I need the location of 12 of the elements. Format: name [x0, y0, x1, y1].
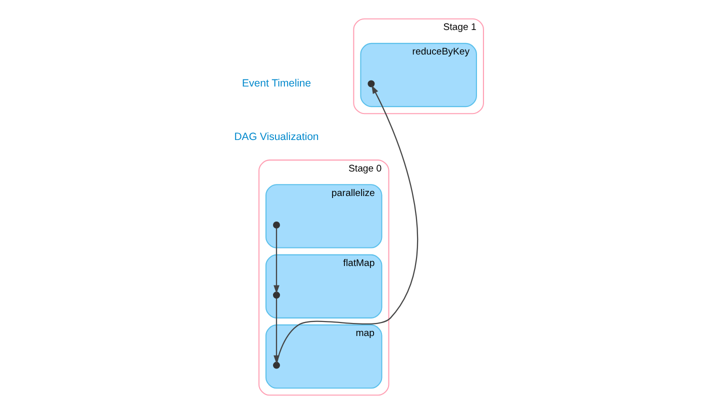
node-circle — [272, 292, 280, 299]
node-circle — [272, 362, 280, 369]
node-circle — [367, 80, 374, 88]
cluster: parallelize — [264, 184, 382, 248]
cluster: reduceByKey — [360, 42, 476, 108]
label: Event Timeline — [242, 77, 310, 90]
cluster: map — [264, 324, 382, 389]
arrow — [273, 228, 279, 294]
node-circle — [272, 221, 280, 228]
arrow — [276, 85, 418, 362]
cluster: flatMap — [264, 254, 382, 318]
label: DAG Visualization — [234, 130, 318, 143]
